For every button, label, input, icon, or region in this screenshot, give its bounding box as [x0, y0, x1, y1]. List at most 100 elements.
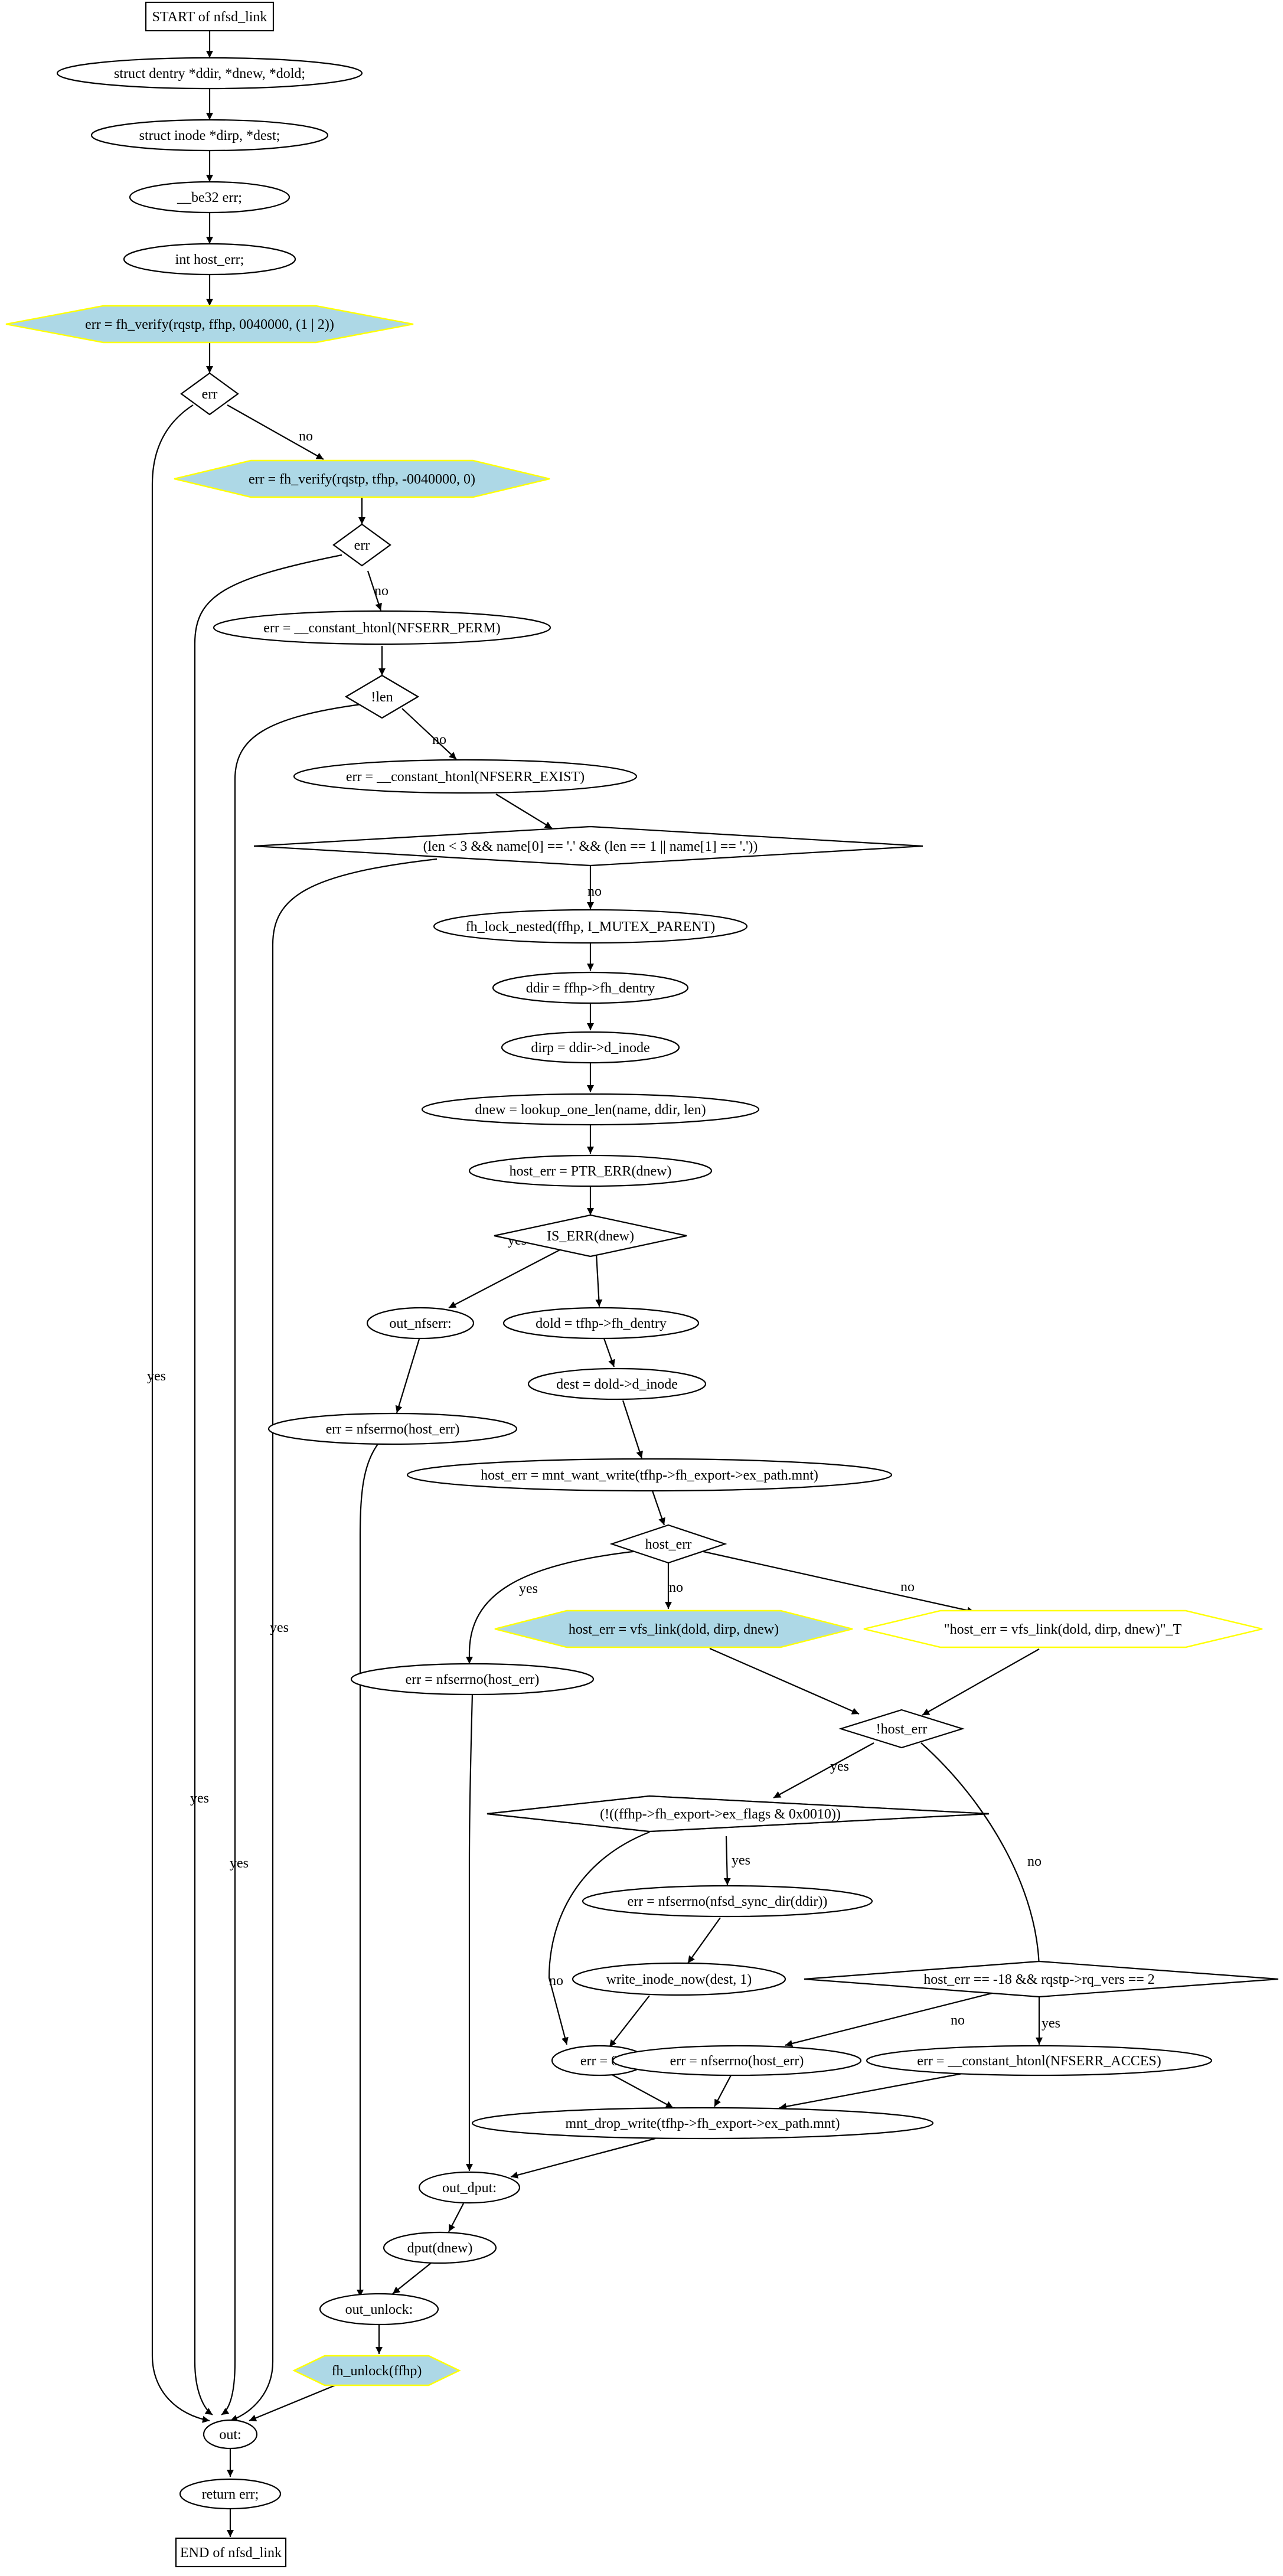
nodes: START of nfsd_link struct dentry *ddir, … [5, 1, 1279, 2568]
edge-dropwrite-outdput [510, 2137, 656, 2179]
node-label: dput(dnew) [407, 2241, 473, 2256]
edge-acces-dropwrite [779, 2072, 963, 2110]
node-label: err [354, 538, 370, 553]
node-label: fh_unlock(ffhp) [332, 2363, 422, 2379]
node-label: IS_ERR(dnew) [547, 1229, 634, 1244]
drop-write-node: mnt_drop_write(tfhp->fh_export->ex_path.… [471, 2107, 934, 2140]
edge-flags-syncdir [723, 1836, 731, 1886]
node-label: host_err = vfs_link(dold, dirp, dnew) [569, 1622, 779, 1637]
edge-outnfserr-nfserrno1 [395, 1338, 420, 1413]
edge-err2-perm [367, 570, 382, 611]
node-label: host_err [645, 1537, 692, 1552]
node-label: write_inode_now(dest, 1) [606, 1972, 752, 1987]
node-label: err = __constant_htonl(NFSERR_PERM) [263, 621, 501, 636]
edge-iserr-dold [595, 1253, 603, 1307]
edge-nfserrno1-outunlock [357, 1444, 378, 2297]
edge-label: no [669, 1580, 683, 1595]
node-label: err [202, 387, 218, 402]
node-label: err = __constant_htonl(NFSERR_ACCES) [917, 2053, 1161, 2069]
decl-be32-node: __be32 err; [129, 181, 290, 214]
exdev-decision: host_err == -18 && rqstp->rq_vers == 2 [804, 1960, 1279, 1998]
dnew-node: dnew = lookup_one_len(name, ddir, len) [421, 1093, 760, 1126]
edge-nfserrno3-dropwrite [714, 2075, 732, 2107]
acces-node: err = __constant_htonl(NFSERR_ACCES) [866, 2045, 1213, 2077]
not-host-err-decision: !host_err [838, 1709, 965, 1749]
verify1-node: err = fh_verify(rqstp, ffhp, 0040000, (1… [5, 305, 414, 344]
start-node: START of nfsd_link [145, 1, 275, 32]
node-label: host_err = mnt_want_write(tfhp->fh_expor… [481, 1468, 818, 1483]
host-err-decision: host_err [609, 1524, 727, 1564]
edges [151, 31, 1043, 2537]
out-node: out: [203, 2419, 258, 2450]
node-label: (!((ffhp->fh_export->ex_flags & 0x0010)) [600, 1807, 841, 1822]
node-label: err = 0 [580, 2053, 618, 2069]
node-label: !len [371, 690, 393, 705]
node-label: !host_err [876, 1722, 928, 1737]
sync-dir-node: err = nfserrno(nfsd_sync_dir(ddir)) [582, 1885, 873, 1918]
edge-dest-wantwrite [622, 1400, 643, 1459]
edge-label: yes [147, 1369, 166, 1384]
node-label: err = __constant_htonl(NFSERR_EXIST) [346, 769, 585, 785]
edge-label: no [951, 2013, 965, 2028]
node-label: dest = dold->d_inode [556, 1377, 678, 1392]
node-label: host_err = PTR_ERR(dnew) [510, 1164, 672, 1179]
edge-dput-outunlock [392, 2262, 432, 2294]
edge-nothosterr-exdev [920, 1742, 1043, 1973]
edge-label: yes [830, 1759, 849, 1774]
node-label: err = fh_verify(rqstp, tfhp, -0040000, 0… [249, 472, 475, 487]
node-label: err = fh_verify(rqstp, ffhp, 0040000, (1… [85, 317, 334, 332]
edge-label: no [1027, 1854, 1042, 1869]
edge-label: yes [230, 1856, 249, 1871]
nfserrno2-node: err = nfserrno(host_err) [350, 1663, 595, 1696]
perm-node: err = __constant_htonl(NFSERR_PERM) [213, 610, 551, 645]
decl-inode-node: struct inode *dirp, *dest; [90, 119, 329, 152]
vfs-link-t-node: "host_err = vfs_link(dold, dirp, dnew)"_… [863, 1609, 1263, 1648]
node-label: ddir = ffhp->fh_dentry [526, 981, 655, 996]
edge-err1-verify2 [227, 404, 324, 460]
edge-label: yes [270, 1620, 289, 1635]
dirp-node: dirp = ddir->d_inode [501, 1031, 680, 1064]
edge-nothosterr-flags [773, 1742, 874, 1798]
ddir-node: ddir = ffhp->fh_dentry [492, 971, 689, 1004]
node-label: __be32 err; [177, 190, 242, 205]
node-label: out_nfserr: [389, 1316, 451, 1331]
out-nfserr-node: out_nfserr: [366, 1307, 475, 1340]
nfserrno1-node: err = nfserrno(host_err) [267, 1412, 518, 1445]
edge-label: yes [519, 1581, 538, 1596]
len-decision: !len [344, 674, 420, 719]
node-label: out_dput: [442, 2180, 497, 2196]
edge-len-exist [401, 708, 457, 760]
dold-node: dold = tfhp->fh_dentry [502, 1307, 700, 1340]
edge-unlock-out [249, 2382, 340, 2422]
edge-errzero-dropwrite [609, 2073, 674, 2108]
edge-label: no [299, 429, 313, 444]
edge-dold-dest [603, 1338, 615, 1367]
err1-decision: err [180, 372, 239, 416]
edge-err2-out [194, 554, 342, 2415]
node-label: (len < 3 && name[0] == '.' && (len == 1 … [423, 839, 758, 854]
edge-writeinode-errzero [609, 1995, 650, 2048]
edge-flags-errzero [548, 1831, 650, 2045]
edge-outdput-dput [448, 2203, 464, 2232]
want-write-node: host_err = mnt_want_write(tfhp->fh_expor… [406, 1458, 893, 1492]
node-label: err = nfserrno(host_err) [326, 1422, 460, 1437]
err-zero-node: err = 0 [551, 2045, 648, 2077]
vfs-link-node: host_err = vfs_link(dold, dirp, dnew) [494, 1609, 853, 1648]
edge-len-out [221, 703, 361, 2415]
name-decision: (len < 3 && name[0] == '.' && (len == 1 … [253, 825, 923, 867]
edge-vfslink-nothosterr [709, 1647, 860, 1715]
edge-label: yes [1042, 2016, 1060, 2031]
lock-node: fh_lock_nested(ffhp, I_MUTEX_PARENT) [433, 909, 748, 944]
out-dput-node: out_dput: [418, 2171, 521, 2204]
exist-node: err = __constant_htonl(NFSERR_EXIST) [293, 759, 638, 794]
edge-exist-name [495, 794, 553, 829]
decl-dentry-node: struct dentry *ddir, *dnew, *dold; [56, 57, 363, 90]
node-label: mnt_drop_write(tfhp->fh_export->ex_path.… [566, 2116, 840, 2131]
edge-name-out [230, 858, 438, 2422]
edge-wantwrite-hosterr [651, 1490, 665, 1526]
is-err-decision: IS_ERR(dnew) [494, 1214, 687, 1258]
node-label: out: [219, 2427, 241, 2443]
node-label: err = nfserrno(host_err) [406, 1672, 540, 1687]
out-unlock-node: out_unlock: [319, 2293, 439, 2326]
